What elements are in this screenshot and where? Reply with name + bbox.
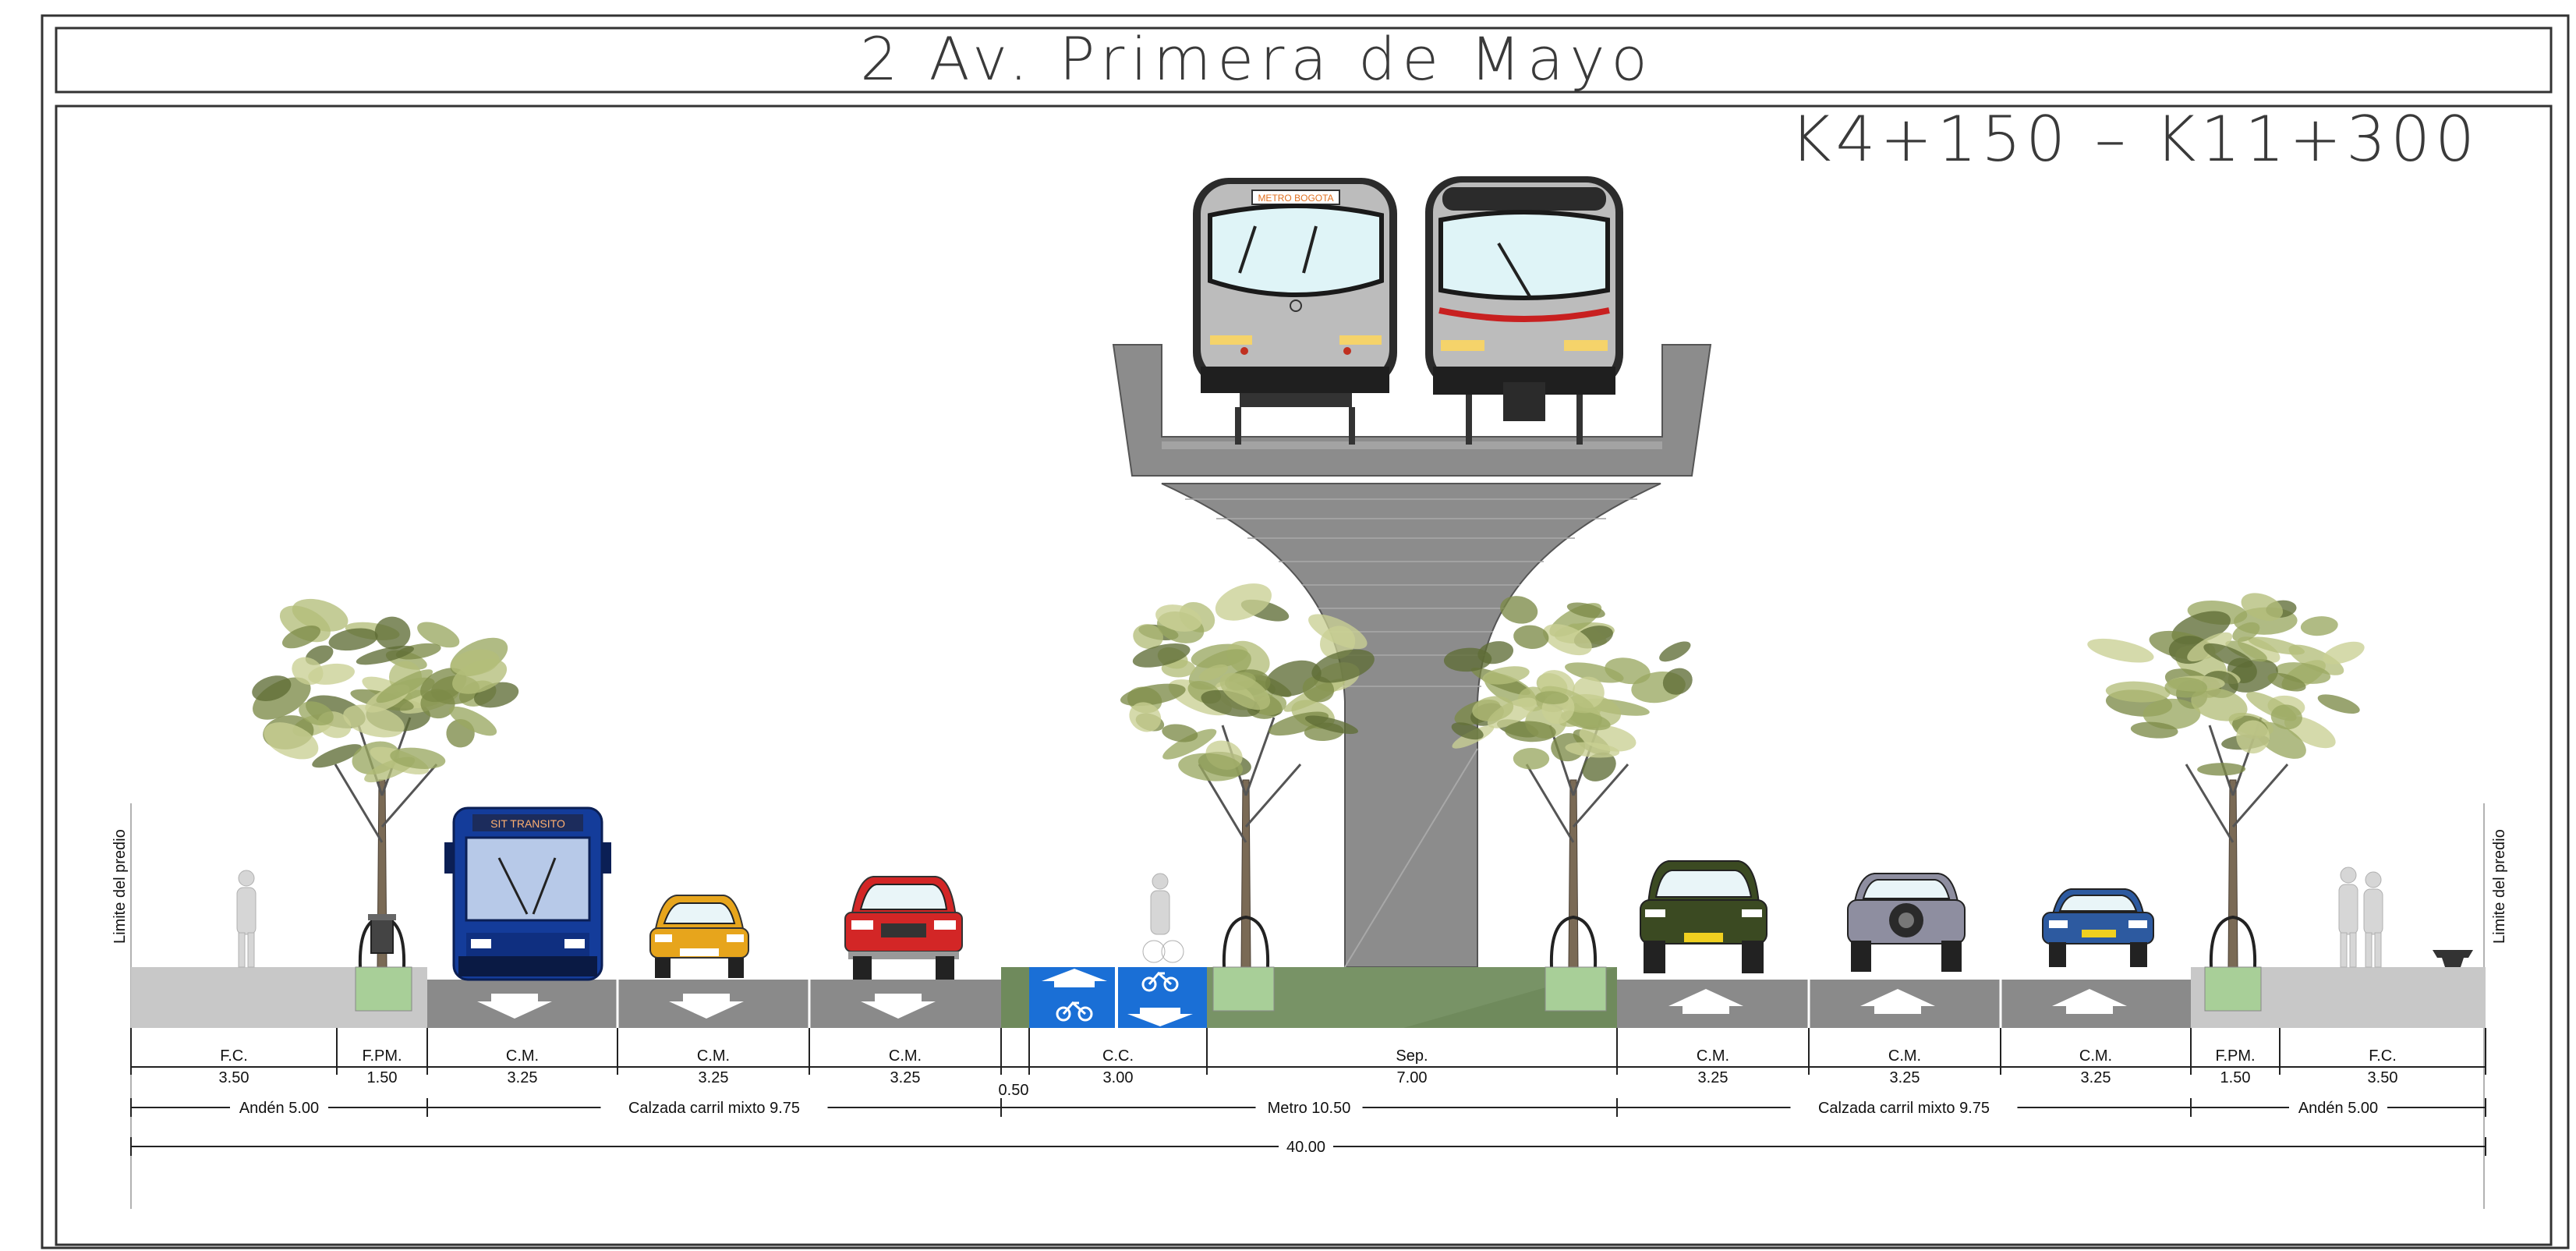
chainage-label: K4+150 – K11+300 — [1790, 103, 2479, 175]
drawing-frame — [55, 105, 2553, 1246]
section-code: F.C. — [220, 1047, 248, 1065]
title-frame — [55, 27, 2553, 94]
section-code: C.M. — [2079, 1047, 2112, 1065]
pedestrian-couple-right — [2338, 866, 2383, 968]
section-code: C.C. — [1102, 1047, 1134, 1065]
bus: SIT TRANSITO — [444, 806, 611, 981]
section-code: C.M. — [889, 1047, 922, 1065]
property-limit-right: Limite del predio — [2491, 829, 2508, 944]
section-width: 3.25 — [890, 1069, 921, 1086]
metro-sign: METRO BOGOTA — [1258, 193, 1333, 204]
page-title: 2 Av. Primera de Mayo — [860, 24, 1654, 94]
outer-frame — [41, 14, 2570, 1249]
section-width: 7.00 — [1397, 1069, 1428, 1086]
planter-left — [355, 966, 412, 1012]
arrow-down-3 — [861, 994, 936, 1019]
pedestrian-left — [236, 870, 257, 968]
section-width: 3.25 — [699, 1069, 729, 1086]
arrow-up-1 — [1668, 989, 1743, 1014]
section-code: C.M. — [1697, 1047, 1729, 1065]
arrow-down-2 — [669, 994, 744, 1019]
section-width: 3.25 — [2081, 1069, 2111, 1086]
pickup-truck — [844, 876, 963, 980]
arrow-up-3 — [2052, 989, 2127, 1014]
group-label: Metro 10.50 — [1268, 1100, 1351, 1117]
median-planter-left — [1212, 966, 1275, 1012]
section-width: 3.25 — [1698, 1069, 1729, 1086]
tree-2 — [1120, 583, 1375, 968]
section-code: C.M. — [1888, 1047, 1921, 1065]
section-width: 3.00 — [1103, 1069, 1134, 1086]
section-code: C.M. — [697, 1047, 730, 1065]
taxi — [649, 895, 749, 978]
bike-arrow-up — [1042, 969, 1107, 987]
bike-icon-left — [1056, 1001, 1093, 1022]
property-limit-left: Limite del predio — [111, 829, 129, 944]
cyclist — [1142, 873, 1184, 963]
suv-green — [1640, 860, 1767, 973]
section-width: 3.50 — [2368, 1069, 2398, 1086]
total-width: 40.00 — [1286, 1139, 1325, 1156]
bollard — [2433, 950, 2473, 967]
group-label: Calzada carril mixto 9.75 — [628, 1100, 800, 1117]
metro-train-front: METRO BOGOTA — [1193, 178, 1397, 445]
section-code: Sep. — [1396, 1047, 1428, 1065]
section-width: 3.25 — [508, 1069, 538, 1086]
edge-strip-width: 0.50 — [999, 1082, 1029, 1099]
metro-train-rear: M1 — [1425, 176, 1623, 445]
section-width: 3.50 — [219, 1069, 249, 1086]
section-code: F.PM. — [2215, 1047, 2255, 1065]
suv-silver — [1847, 873, 1966, 972]
section-code: C.M. — [506, 1047, 539, 1065]
arrow-down-1 — [477, 994, 552, 1019]
tree-3 — [1443, 596, 1693, 968]
trash-bin — [368, 914, 396, 954]
lane-arrows — [477, 969, 2127, 1026]
tree-4 — [2087, 593, 2365, 968]
dimension-lines: F.C. 3.50 F.PM. 1.50 C.M. 3.25 C.M. 3.25 C.M. 3.2… — [130, 1028, 2486, 1156]
section-width: 3.25 — [1890, 1069, 1920, 1086]
median-planter-right — [1545, 966, 1607, 1012]
bike-icon-right — [1141, 971, 1179, 992]
arrow-up-2 — [1860, 989, 1935, 1014]
group-label: Andén 5.00 — [2298, 1100, 2378, 1117]
group-label: Calzada carril mixto 9.75 — [1818, 1100, 1990, 1117]
bus-sign: SIT TRANSITO — [490, 817, 565, 830]
section-width: 1.50 — [2220, 1069, 2251, 1086]
edge-strip — [1001, 967, 1029, 1028]
section-code: F.PM. — [362, 1047, 402, 1065]
planter-right — [2204, 966, 2262, 1012]
sedan-blue — [2042, 888, 2154, 967]
section-width: 1.50 — [367, 1069, 398, 1086]
section-code: F.C. — [2369, 1047, 2397, 1065]
bike-arrow-down — [1127, 1008, 1193, 1026]
group-label: Andén 5.00 — [239, 1100, 319, 1117]
